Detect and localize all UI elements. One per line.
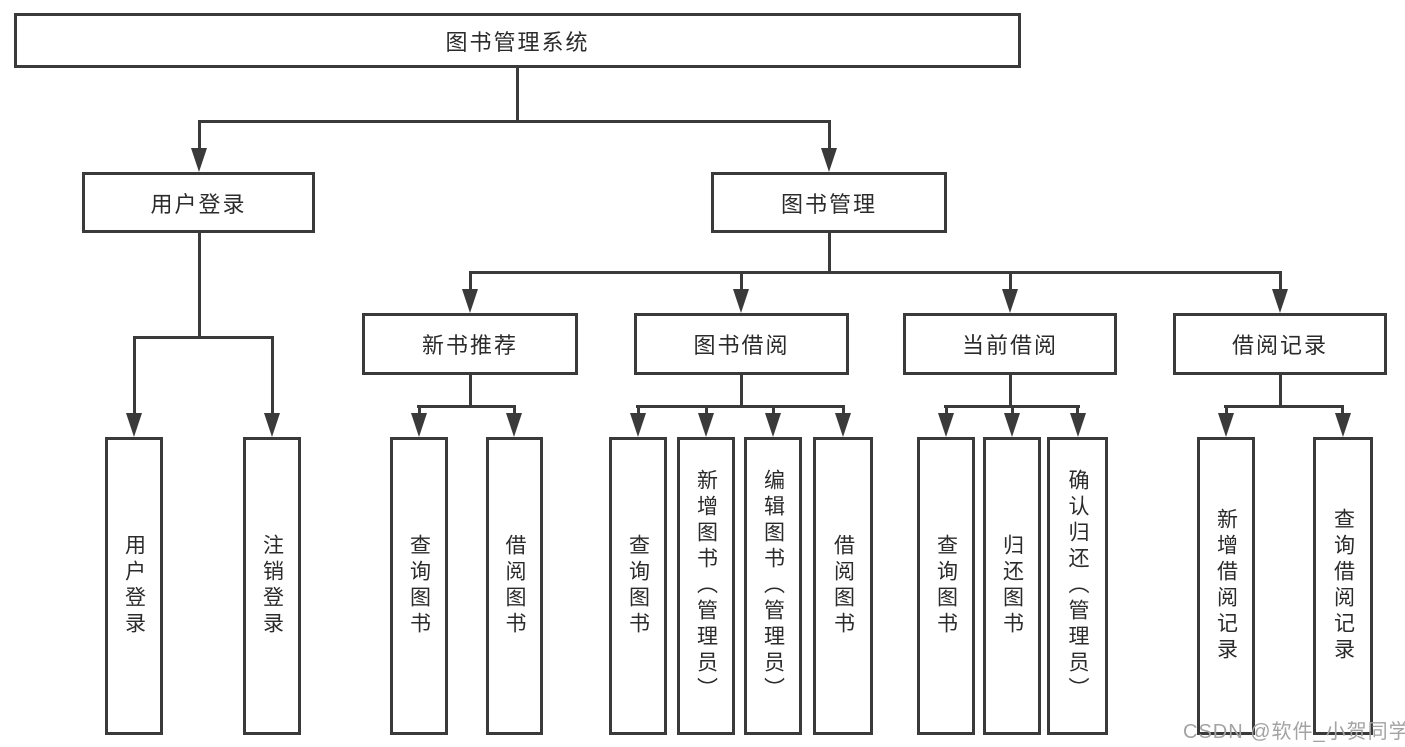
node-book-management: 图书管理	[711, 172, 947, 233]
arrow-down-icon	[733, 289, 749, 313]
leaf-edit-book-admin: 编辑图书（管理员）	[744, 437, 802, 735]
connector-line	[1279, 375, 1282, 405]
leaf-borrow-book-recommend: 借阅图书	[486, 437, 543, 735]
connector-line	[945, 405, 948, 416]
leaf-query-borrow-record: 查询借阅记录	[1313, 437, 1373, 735]
leaf-add-borrow-record: 新增借阅记录	[1197, 437, 1255, 735]
leaf-query-book-recommend: 查询图书	[390, 437, 448, 735]
leaf-query-book-recommend-label: 查询图书	[407, 534, 431, 638]
csdn-watermark: CSDN @软件_小贺同学	[1183, 721, 1405, 743]
leaf-query-book-current: 查询图书	[917, 437, 975, 735]
leaf-query-book-borrow: 查询图书	[609, 437, 667, 735]
leaf-confirm-return-admin-label: 确认归还（管理员）	[1066, 469, 1089, 703]
arrow-down-icon	[835, 413, 851, 437]
node-book-borrow: 图书借阅	[634, 313, 849, 375]
node-user-login: 用户登录	[82, 172, 315, 233]
node-root-library-system: 图书管理系统	[14, 13, 1021, 68]
connector-line	[133, 336, 136, 415]
arrow-down-icon	[462, 289, 478, 313]
connector-line	[1279, 271, 1282, 293]
arrow-down-icon	[411, 413, 427, 437]
leaf-add-borrow-record-label: 新增借阅记录	[1214, 508, 1238, 664]
connector-line	[772, 405, 775, 416]
arrow-down-icon	[938, 413, 954, 437]
arrow-down-icon	[1070, 413, 1086, 437]
node-new-book-recommend-label: 新书推荐	[421, 333, 518, 358]
arrow-down-icon	[1002, 289, 1018, 313]
arrow-down-icon	[191, 148, 207, 172]
leaf-user-login: 用户登录	[105, 437, 163, 735]
connector-line	[842, 405, 845, 416]
leaf-add-book-admin: 新增图书（管理员）	[677, 437, 735, 735]
connector-line	[1341, 405, 1344, 416]
connector-line	[516, 68, 519, 120]
arrow-down-icon	[264, 413, 280, 437]
connector-line	[637, 405, 640, 416]
node-borrow-records: 借阅记录	[1173, 313, 1387, 375]
connector-line	[1225, 405, 1228, 416]
connector-line	[1009, 375, 1012, 405]
node-root-label: 图书管理系统	[445, 29, 590, 55]
connector-line	[469, 271, 472, 293]
connector-line	[469, 271, 1282, 274]
leaf-add-book-admin-label: 新增图书（管理员）	[694, 469, 718, 703]
connector-line	[198, 120, 831, 123]
leaf-user-login-label: 用户登录	[122, 534, 146, 638]
connector-line	[705, 405, 708, 416]
connector-line	[636, 405, 844, 408]
arrow-down-icon	[765, 413, 781, 437]
connector-line	[1011, 405, 1014, 416]
connector-line	[417, 405, 516, 408]
connector-line	[418, 405, 421, 416]
arrow-down-icon	[630, 413, 646, 437]
node-current-borrow-label: 当前借阅	[961, 333, 1058, 358]
node-new-book-recommend: 新书推荐	[362, 313, 578, 375]
arrow-down-icon	[506, 413, 522, 437]
node-current-borrow: 当前借阅	[903, 313, 1117, 375]
leaf-borrow-book-label: 借阅图书	[831, 534, 855, 638]
leaf-logout-login: 注销登录	[243, 437, 301, 735]
arrow-down-icon	[1218, 413, 1234, 437]
leaf-query-book-current-label: 查询图书	[934, 534, 958, 638]
arrow-down-icon	[1004, 413, 1020, 437]
connector-line	[740, 271, 743, 293]
arrow-down-icon	[1335, 413, 1351, 437]
leaf-logout-login-label: 注销登录	[260, 534, 284, 638]
leaf-edit-book-admin-label: 编辑图书（管理员）	[761, 469, 785, 703]
connector-line	[198, 120, 201, 152]
connector-line	[740, 375, 743, 405]
connector-line	[198, 233, 201, 336]
leaf-borrow-book-recommend-label: 借阅图书	[503, 534, 526, 638]
leaf-query-book-borrow-label: 查询图书	[626, 534, 650, 638]
node-borrow-records-label: 借阅记录	[1231, 333, 1328, 358]
node-book-borrow-label: 图书借阅	[693, 333, 790, 358]
arrow-down-icon	[1272, 289, 1288, 313]
connector-line	[1076, 405, 1079, 416]
arrow-down-icon	[821, 148, 837, 172]
leaf-query-borrow-record-label: 查询借阅记录	[1331, 508, 1355, 664]
arrow-down-icon	[698, 413, 714, 437]
connector-line	[469, 375, 472, 405]
leaf-borrow-book: 借阅图书	[813, 437, 873, 735]
connector-line	[1224, 405, 1344, 408]
leaf-confirm-return-admin: 确认归还（管理员）	[1047, 437, 1108, 735]
connector-line	[828, 120, 831, 152]
arrow-down-icon	[126, 413, 142, 437]
connector-line	[513, 405, 516, 416]
leaf-return-book: 归还图书	[983, 437, 1041, 735]
node-user-login-label: 用户登录	[150, 191, 247, 217]
connector-line	[1009, 271, 1012, 293]
node-book-management-label: 图书管理	[780, 191, 877, 217]
connector-line	[133, 336, 274, 339]
connector-line	[271, 336, 274, 415]
connector-line	[828, 233, 831, 271]
leaf-return-book-label: 归还图书	[1000, 534, 1024, 638]
